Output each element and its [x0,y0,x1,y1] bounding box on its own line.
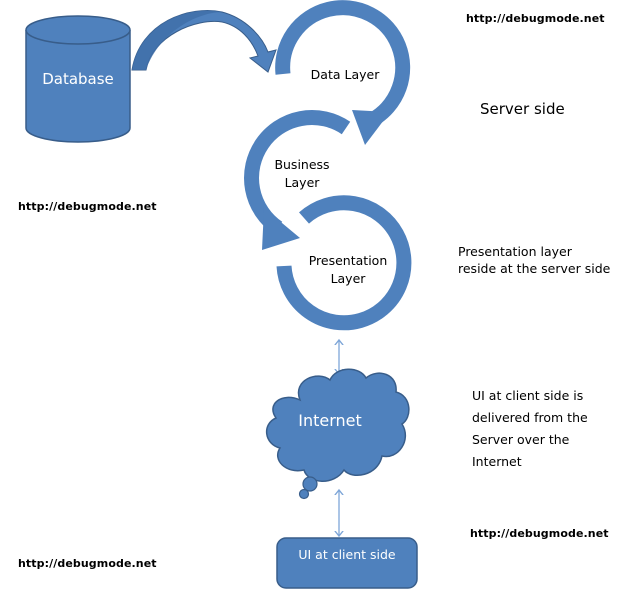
data-layer-ring [275,0,411,145]
presentation-note-line-2: reside at the server side [458,261,611,276]
ui-client-label: UI at client side [298,547,396,562]
presentation-note-line-1: Presentation layer [458,244,572,259]
ui-note-line-4: Internet [472,454,522,469]
ui-note-line-1: UI at client side is [472,388,584,403]
ui-note-line-3: Server over the [472,432,570,447]
presentation-layer-line-1: Presentation [308,253,388,268]
database-cylinder [25,15,131,143]
watermark-bottom-right: http://debugmode.net [470,527,609,540]
internet-label: Internet [298,411,362,430]
presentation-note: Presentation layer reside at the server … [458,243,610,277]
ui-note: UI at client side is delivered from the … [472,385,588,473]
business-layer-line-2: Layer [284,175,320,190]
data-layer-label: Data Layer [310,67,380,82]
watermark-bottom-left: http://debugmode.net [18,557,157,570]
presentation-layer-label: Presentation Layer [296,252,400,288]
business-layer-label: Business Layer [262,156,342,192]
ui-note-line-2: delivered from the [472,410,588,425]
watermark-top-right: http://debugmode.net [466,12,605,25]
business-layer-line-1: Business [274,157,330,172]
db-to-data-arrow [131,10,277,73]
watermark-left: http://debugmode.net [18,200,157,213]
presentation-layer-ring [276,195,412,331]
ui-client-box [276,537,418,589]
presentation-layer-line-2: Layer [330,271,366,286]
business-layer-ring [244,110,351,250]
internet-cloud [266,368,410,500]
server-side-label: Server side [480,100,565,118]
database-label: Database [42,70,114,88]
